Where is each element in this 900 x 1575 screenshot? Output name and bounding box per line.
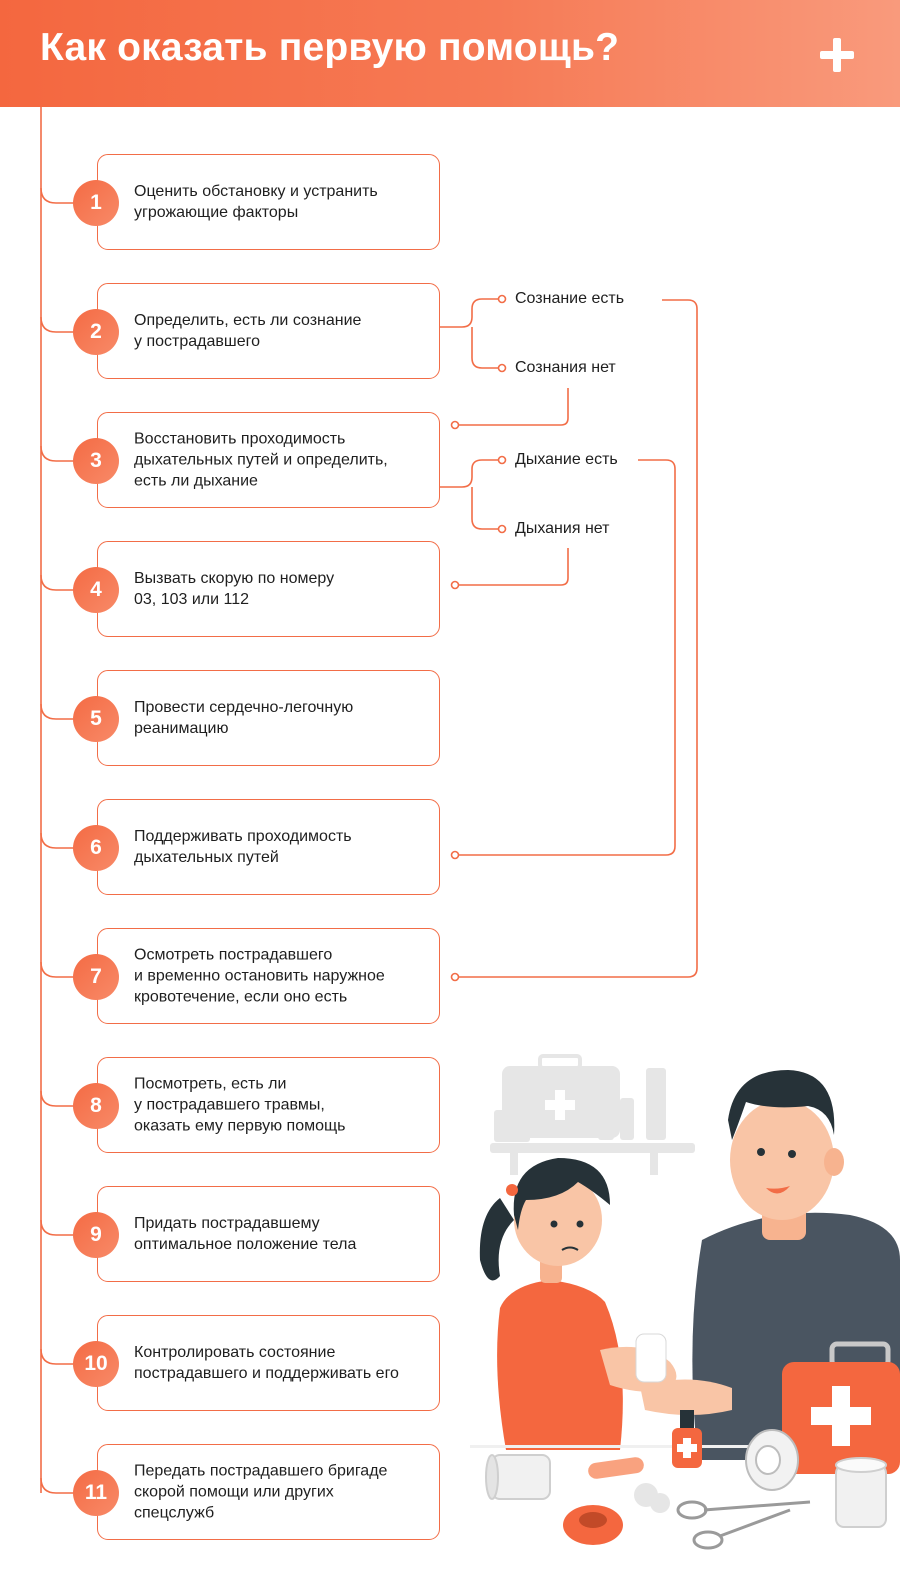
step-card-4: Вызвать скорую по номеру 03, 103 или 112 [97, 541, 440, 637]
step-number-badge: 8 [73, 1083, 119, 1129]
step-text-3: Восстановить проходимость дыхательных пу… [134, 430, 388, 490]
fork-breathing-yes [440, 459, 498, 488]
first-aid-illustration [470, 1054, 900, 1550]
step-number-badge: 2 [73, 309, 119, 355]
step-number-badge: 6 [73, 825, 119, 871]
step-card-7: Осмотреть пострадавшего и временно остан… [97, 928, 440, 1024]
step-text-2: Определить, есть ли сознание у пострадав… [134, 312, 362, 350]
step-number-badge: 7 [73, 954, 119, 1000]
tape-roll [745, 1429, 799, 1491]
orange-tape [563, 1505, 623, 1545]
link-consciousness-step7 [458, 299, 698, 978]
fork-consciousness-yes [440, 298, 498, 328]
step-text-11: Передать пострадавшего бригаде скорой по… [134, 1462, 388, 1522]
step-card-8: Посмотреть, есть ли у пострадавшего трав… [97, 1057, 440, 1153]
step-text-10: Контролировать состояние пострадавшего и… [134, 1344, 399, 1382]
scissors-icon [676, 1500, 811, 1550]
branch-consciousness-yes: Сознание есть [515, 290, 625, 307]
link-no-breathing-step4 [458, 548, 569, 586]
step-card-10: Контролировать состояние пострадавшего и… [97, 1315, 440, 1411]
branch-consciousness-no: Сознания нет [515, 359, 616, 376]
step-card-11: Передать пострадавшего бригаде скорой по… [97, 1444, 440, 1540]
medicine-bottle [672, 1410, 702, 1468]
step-text-4: Вызвать скорую по номеру 03, 103 или 112 [134, 570, 335, 608]
shelf-background [490, 1054, 695, 1175]
page-title: Как оказать первую помощь? [40, 26, 620, 69]
shelf-cross [545, 1090, 575, 1120]
fork-breathing-no [471, 487, 498, 530]
step-text-9: Придать пострадавшему оптимальное положе… [134, 1215, 357, 1253]
step-number-badge: 9 [73, 1212, 119, 1258]
step-text-7: Осмотреть пострадавшего и временно остан… [134, 946, 385, 1006]
step-text-8: Посмотреть, есть ли у пострадавшего трав… [134, 1075, 346, 1135]
step-card-3: Восстановить проходимость дыхательных пу… [97, 412, 440, 508]
branch-breathing-yes: Дыхание есть [515, 451, 618, 468]
link-no-consciousness-step3 [458, 388, 569, 426]
step-text-5: Провести сердечно-легочную реанимацию [134, 699, 354, 737]
step-card-1: Оценить обстановку и устранить угрожающи… [97, 154, 440, 250]
step-number-badge: 3 [73, 438, 119, 484]
branch-breathing-no: Дыхания нет [515, 520, 610, 537]
link-breathing-step6 [458, 459, 676, 856]
bandage-roll-right [835, 1457, 887, 1528]
first-aid-kit [782, 1341, 900, 1474]
step-card-6: Поддерживать проходимость дыхательных пу… [97, 799, 440, 895]
step-number-badge: 4 [73, 567, 119, 613]
step-number-badge: 1 [73, 180, 119, 226]
step-text-6: Поддерживать проходимость дыхательных пу… [134, 828, 352, 866]
plus-icon [820, 38, 854, 72]
step-number-badge: 10 [73, 1341, 119, 1387]
header-bar: Как оказать первую помощь? [0, 0, 900, 107]
step-text-1: Оценить обстановку и устранить угрожающи… [134, 183, 378, 221]
girl-figure [479, 1158, 623, 1450]
step-card-9: Придать пострадавшему оптимальное положе… [97, 1186, 440, 1282]
step-number-badge: 11 [73, 1470, 119, 1516]
plaster [588, 1457, 644, 1479]
step-number-badge: 5 [73, 696, 119, 742]
hands-bandage [600, 1333, 732, 1415]
step-card-2: Определить, есть ли сознание у пострадав… [97, 283, 440, 379]
bandage-roll [485, 1454, 551, 1500]
step-card-5: Провести сердечно-легочную реанимацию [97, 670, 440, 766]
fork-consciousness-no [471, 327, 498, 369]
